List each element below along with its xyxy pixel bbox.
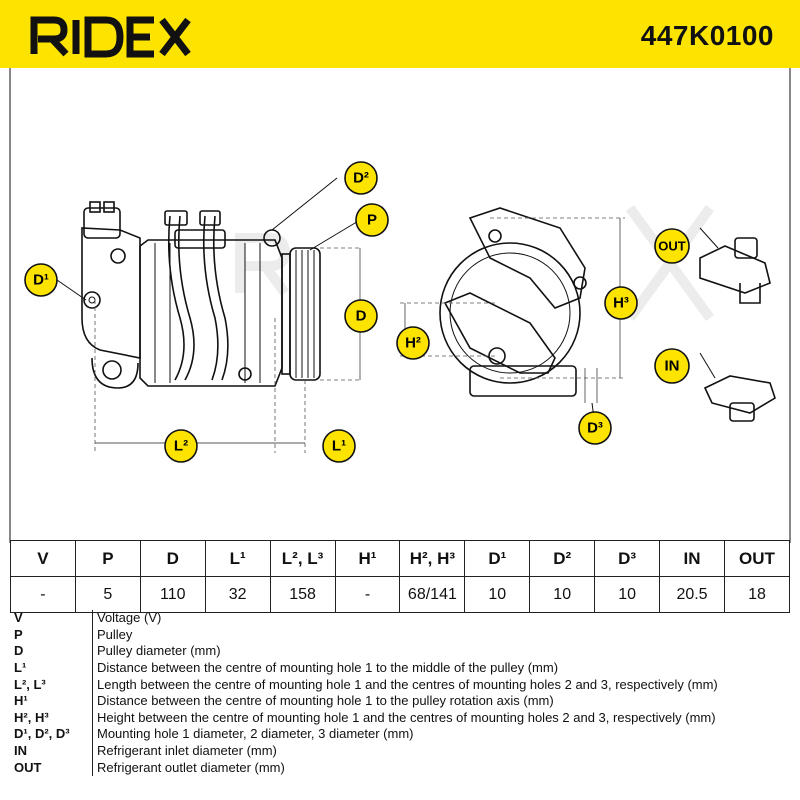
callout-in: IN	[654, 348, 690, 384]
specs-value-l2-l3: 158	[269, 576, 336, 613]
part-number: 447K0100	[640, 20, 774, 51]
legend-desc: Refrigerant inlet diameter (mm)	[97, 743, 277, 759]
specs-value-d1: 10	[464, 576, 531, 613]
legend-desc: Length between the centre of mounting ho…	[97, 676, 718, 692]
compressor-technical-drawing: D² P D D¹ L² L¹ H² H³ D³ OUT IN	[9, 68, 791, 543]
legend-key: V	[10, 610, 93, 627]
legend-desc: Distance between the centre of mounting …	[97, 693, 554, 709]
legend-desc: Mounting hole 1 diameter, 2 diameter, 3 …	[97, 726, 414, 742]
legend-key: D	[10, 643, 93, 660]
callout-l1: L¹	[322, 429, 356, 463]
legend-key: P	[10, 626, 93, 644]
specs-header-row: V P D L¹ L², L³ H¹ H², H³ D¹ D² D³ IN OU…	[10, 540, 791, 577]
compressor-side-view	[81, 201, 321, 389]
callout-d2: D²	[344, 161, 378, 195]
legend-key: H¹	[10, 692, 93, 710]
ridex-logo	[30, 16, 191, 58]
specs-value-d: 110	[139, 576, 206, 613]
specs-value-in: 20.5	[659, 576, 725, 613]
legend-desc: Voltage (V)	[97, 610, 162, 626]
specs-header-l1: L¹	[204, 540, 271, 577]
specs-value-row: - 5 110 32 158 - 68/141 10 10 10 20.5 18	[10, 576, 791, 613]
svg-text:H³: H³	[613, 295, 629, 312]
specs-header-l2-l3: L², L³	[269, 540, 336, 577]
callout-l2: L²	[164, 429, 198, 463]
specs-header-d3: D³	[594, 540, 661, 577]
specs-header-d2: D²	[529, 540, 596, 577]
specs-header-h2-h3: H², H³	[399, 540, 466, 577]
specs-header-d: D	[139, 540, 206, 577]
svg-text:L¹: L¹	[332, 438, 346, 455]
legend-desc: Refrigerant outlet diameter (mm)	[97, 759, 285, 775]
specs-value-d2: 10	[529, 576, 596, 613]
svg-text:OUT: OUT	[658, 239, 686, 254]
specs-header-v: V	[10, 540, 76, 577]
header-bar: 447K0100	[0, 0, 800, 68]
outlet-fitting-drawing	[699, 237, 771, 304]
legend-key: L², L³	[10, 676, 93, 693]
legend-desc: Distance between the centre of mounting …	[97, 660, 559, 676]
watermark	[235, 205, 715, 321]
callout-d: D	[344, 299, 378, 333]
compressor-front-view	[439, 207, 587, 397]
specs-header-d1: D¹	[464, 540, 531, 577]
specs-value-l1: 32	[204, 576, 271, 613]
svg-text:D²: D²	[353, 170, 369, 187]
svg-text:IN: IN	[665, 358, 680, 375]
svg-text:H²: H²	[405, 335, 421, 352]
specs-header-out: OUT	[723, 540, 791, 577]
specs-header-p: P	[74, 540, 141, 577]
specs-header-in: IN	[659, 540, 725, 577]
legend-key: D¹, D², D³	[10, 726, 93, 743]
specs-header-h1: H¹	[334, 540, 401, 577]
svg-text:D: D	[356, 308, 367, 325]
legend-desc: Pulley diameter (mm)	[97, 643, 221, 659]
callout-d1: D¹	[24, 263, 58, 297]
svg-text:D¹: D¹	[33, 272, 49, 289]
callout-p: P	[355, 203, 389, 237]
callout-h3: H³	[604, 286, 638, 320]
legend-key: IN	[10, 742, 93, 760]
callout-d3: D³	[578, 411, 612, 445]
specs-value-v: -	[10, 576, 76, 613]
legend-key: OUT	[10, 759, 93, 776]
specs-value-d3: 10	[594, 576, 661, 613]
specs-table: V P D L¹ L², L³ H¹ H², H³ D¹ D² D³ IN OU…	[10, 540, 791, 613]
svg-text:D³: D³	[587, 420, 603, 437]
specs-value-out: 18	[723, 576, 791, 613]
specs-value-h2-h3: 68/141	[399, 576, 466, 613]
specs-value-h1: -	[334, 576, 401, 613]
specs-value-p: 5	[74, 576, 141, 613]
legend-key: L¹	[10, 659, 93, 677]
callout-out: OUT	[654, 228, 690, 264]
inlet-fitting-drawing	[703, 375, 776, 422]
legend-key: H², H³	[10, 709, 93, 727]
legend-desc: Pulley	[97, 626, 133, 642]
svg-text:L²: L²	[174, 438, 188, 455]
legend-desc: Height between the centre of mounting ho…	[97, 709, 716, 725]
callout-h2: H²	[396, 326, 430, 360]
svg-text:P: P	[367, 212, 377, 229]
